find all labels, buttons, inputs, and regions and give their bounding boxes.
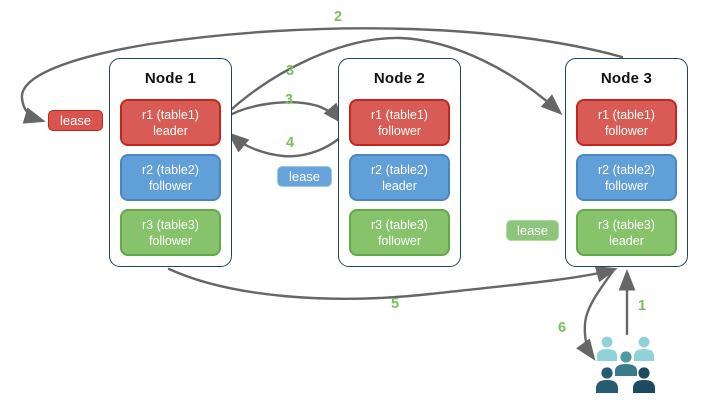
node3-replica-r1: r1 (table1) follower	[576, 99, 677, 146]
users-front-right	[633, 367, 655, 393]
lease-badge-range2: lease	[277, 166, 332, 187]
arrow-step-5	[167, 265, 618, 300]
node-2: Node 2 r1 (table1) follower r2 (table2) …	[338, 58, 461, 267]
replica-role-label: leader	[609, 233, 644, 248]
users-group-icon	[593, 333, 659, 395]
replica-role-label: leader	[153, 123, 188, 138]
replica-role-label: follower	[604, 123, 649, 138]
replica-role-label: leader	[382, 178, 417, 193]
replica-range-label: r1 (table1)	[371, 107, 428, 122]
replica-range-label: r2 (table2)	[142, 162, 199, 177]
node2-replica-r2: r2 (table2) leader	[349, 154, 450, 201]
replica-range-label: r2 (table2)	[598, 162, 655, 177]
node1-replica-r2: r2 (table2) follower	[120, 154, 221, 201]
replica-range-label: r3 (table3)	[371, 217, 428, 232]
users-front-left	[596, 367, 618, 393]
node1-replica-r1: r1 (table1) leader	[120, 99, 221, 146]
node2-replica-r3: r3 (table3) follower	[349, 209, 450, 256]
users-middle	[615, 351, 637, 376]
step-label-5: 5	[391, 296, 400, 312]
arrow-step-3-to-node2	[221, 101, 344, 125]
arrow-step-4	[227, 130, 348, 158]
step-label-1: 1	[638, 298, 647, 314]
node-3-title: Node 3	[600, 70, 653, 87]
arrow-step-3-to-node3	[221, 36, 563, 119]
replica-range-label: r3 (table3)	[598, 217, 655, 232]
replica-range-label: r1 (table1)	[142, 107, 199, 122]
replica-role-label: follower	[604, 178, 649, 193]
replica-role-label: follower	[377, 233, 422, 248]
step-label-3b: 3	[285, 92, 294, 108]
node2-replica-r1: r1 (table1) follower	[349, 99, 450, 146]
node3-replica-r2: r2 (table2) follower	[576, 154, 677, 201]
users-back-left	[597, 336, 617, 361]
replica-range-label: r3 (table3)	[142, 217, 199, 232]
replica-range-label: r1 (table1)	[598, 107, 655, 122]
node-1-title: Node 1	[144, 70, 197, 87]
node3-replica-r3: r3 (table3) leader	[576, 209, 677, 256]
node1-replica-r3: r3 (table3) follower	[120, 209, 221, 256]
step-label-6: 6	[558, 320, 567, 336]
lease-badge-range3: lease	[506, 220, 559, 241]
step-label-3a: 3	[286, 63, 295, 79]
node-2-title: Node 2	[373, 70, 426, 87]
arrow-step-6	[576, 269, 615, 361]
replica-range-label: r2 (table2)	[371, 162, 428, 177]
users-back-right	[634, 336, 654, 361]
lease-badge-range1: lease	[48, 110, 103, 131]
arrow-step-2	[20, 27, 624, 124]
step-label-4: 4	[286, 135, 295, 151]
step-label-2: 2	[334, 9, 343, 25]
node-3: Node 3 r1 (table1) follower r2 (table2) …	[565, 58, 688, 267]
node-1: Node 1 r1 (table1) leader r2 (table2) fo…	[109, 58, 232, 267]
replica-role-label: follower	[377, 123, 422, 138]
replica-role-label: follower	[148, 178, 193, 193]
replica-role-label: follower	[148, 233, 193, 248]
